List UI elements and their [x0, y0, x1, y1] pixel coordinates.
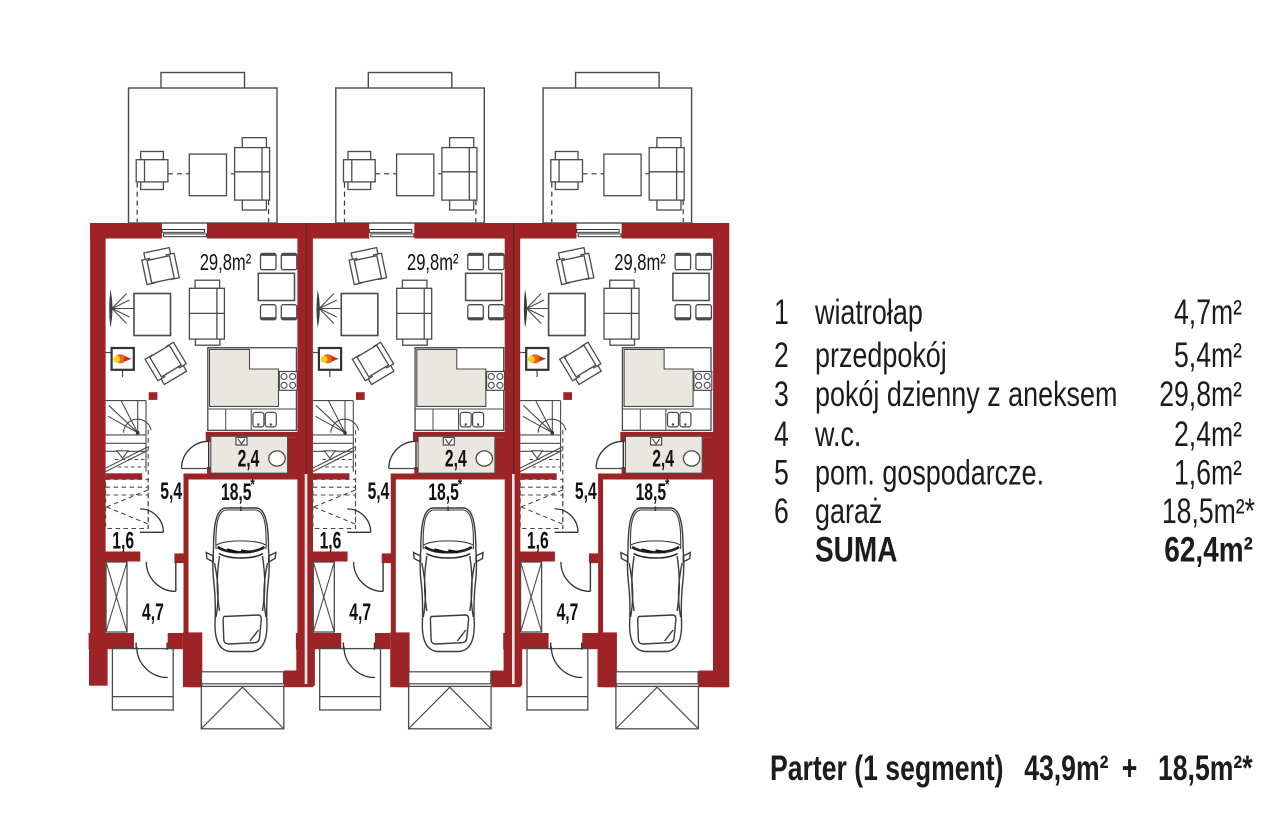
svg-text:29,8m²: 29,8m²: [1159, 374, 1242, 413]
svg-text:1,6m²: 1,6m²: [1174, 453, 1242, 492]
svg-text:Parter (1 segment) 43,9m² +: Parter (1 segment) 43,9m² + 18,5m²*: [770, 748, 1253, 787]
svg-text:18,5m²*: 18,5m²*: [1162, 491, 1255, 530]
svg-text:1: 1: [774, 292, 789, 331]
svg-text:4,7m²: 4,7m²: [1174, 292, 1242, 331]
svg-text:3: 3: [774, 374, 789, 413]
svg-text:przedpokój: przedpokój: [815, 335, 947, 374]
svg-text:6: 6: [774, 491, 789, 530]
svg-text:2,4m²: 2,4m²: [1174, 414, 1242, 453]
svg-text:w.c.: w.c.: [814, 414, 861, 453]
svg-text:pom. gospodarcze.: pom. gospodarcze.: [815, 453, 1044, 492]
svg-text:2: 2: [774, 335, 789, 374]
svg-text:5,4m²: 5,4m²: [1174, 335, 1242, 374]
svg-text:4: 4: [774, 414, 789, 453]
svg-text:5: 5: [774, 453, 789, 492]
svg-text:wiatrołap: wiatrołap: [814, 292, 923, 331]
svg-text:SUMA: SUMA: [815, 529, 898, 569]
svg-text:pokój dzienny z aneksem: pokój dzienny z aneksem: [815, 374, 1117, 413]
svg-text:62,4m²: 62,4m²: [1164, 529, 1253, 569]
svg-text:garaż: garaż: [815, 491, 882, 530]
